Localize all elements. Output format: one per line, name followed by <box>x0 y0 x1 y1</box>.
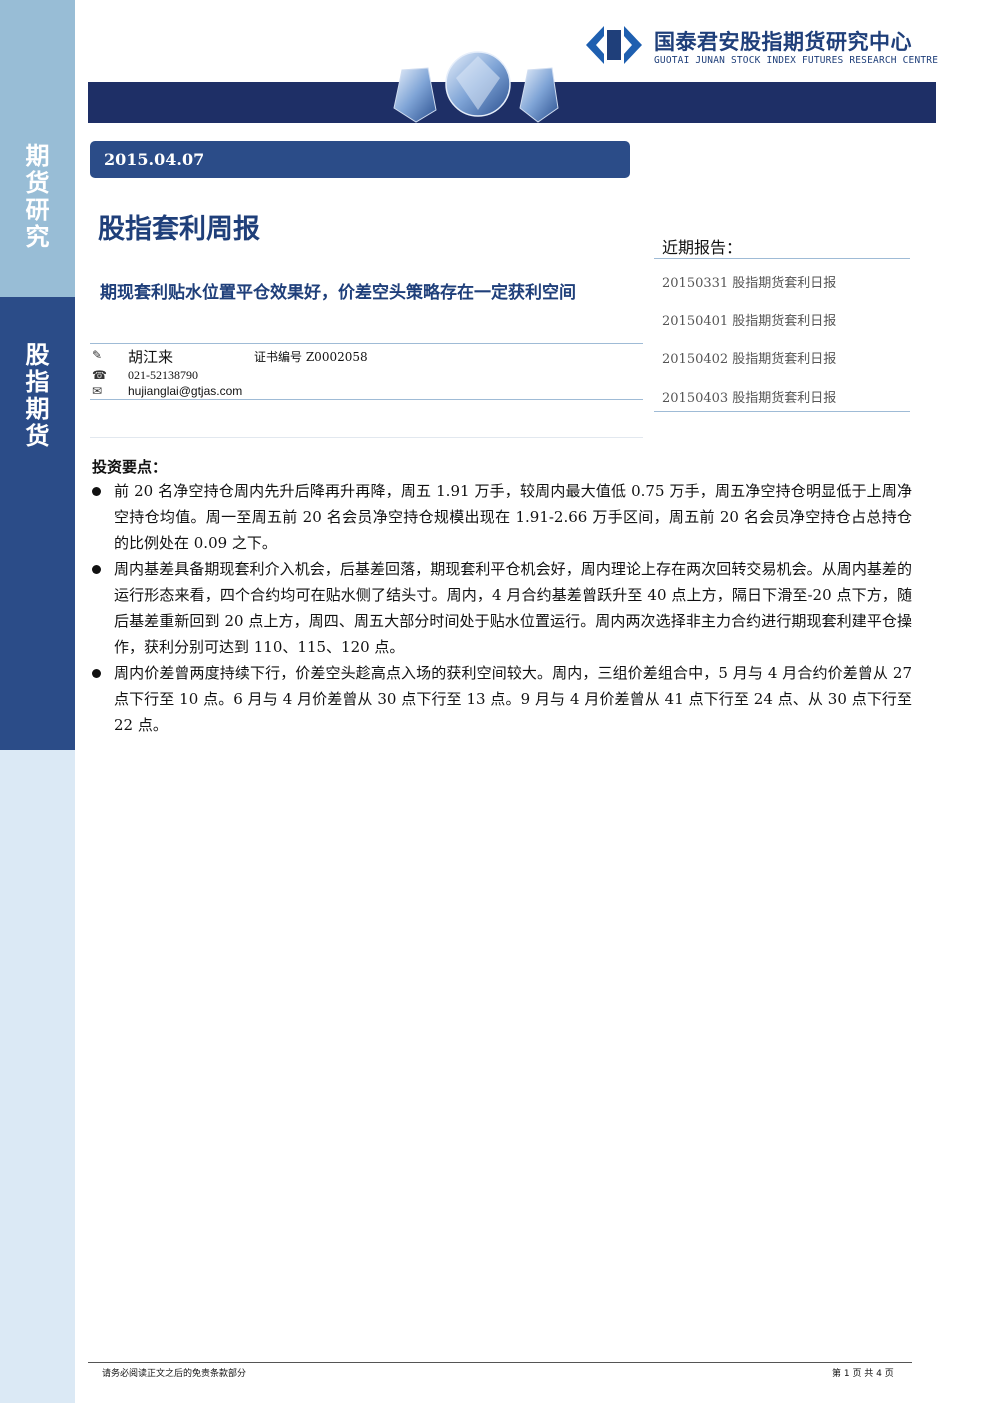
envelope-icon: ✉ <box>92 384 103 398</box>
bullet-icon <box>92 487 101 496</box>
pen-icon: ✎ <box>92 348 103 362</box>
report-subtitle: 期现套利贴水位置平仓效果好，价差空头策略存在一定获利空间 <box>100 283 576 303</box>
bullet-icon <box>92 565 101 574</box>
sidebar-label-research: 期 货 研 究 <box>0 143 75 251</box>
summary-bullet: 前 20 名净空持仓周内先升后降再升再降，周五 1.91 万手，较周内最大值低 … <box>90 478 912 556</box>
sidebar-char: 货 <box>25 169 50 197</box>
recent-reports-title: 近期报告： <box>662 238 743 257</box>
sidebar-char: 指 <box>25 368 50 396</box>
divider <box>654 258 910 259</box>
summary-bullet: 周内基差具备期现套利介入机会，后基差回落，期现套利平仓机会好，周内理论上存在两次… <box>90 556 912 660</box>
header-banner <box>88 82 936 123</box>
bullet-icon <box>92 669 101 678</box>
author-phone: 021-52138790 <box>128 368 198 382</box>
recent-report-item[interactable]: 20150403 股指期货套利日报 <box>662 391 837 406</box>
report-date: 2015.04.07 <box>104 150 205 169</box>
sidebar-char: 期 <box>25 142 50 170</box>
report-title: 股指套利周报 <box>98 214 260 245</box>
footer-disclaimer: 请务必阅读正文之后的免责条款部分 <box>102 1369 247 1379</box>
cert-label: 证书编号 <box>254 350 303 364</box>
bullet-text: 周内价差曾两度持续下行，价差空头趁高点入场的获利空间较大。周内，三组价差组合中，… <box>114 664 912 734</box>
divider <box>90 343 643 344</box>
sidebar-char: 货 <box>25 422 50 450</box>
author-cert: 证书编号 Z0002058 <box>254 348 368 365</box>
recent-report-item[interactable]: 20150401 股指期货套利日报 <box>662 314 837 329</box>
org-name-cn: 国泰君安股指期货研究中心 <box>654 30 912 54</box>
diamond-decoration-icon <box>393 51 559 123</box>
org-name-en: GUOTAI JUNAN STOCK INDEX FUTURES RESEARC… <box>654 55 939 66</box>
phone-icon: ☎ <box>92 368 107 382</box>
sidebar-top-block <box>0 0 75 297</box>
divider <box>90 399 643 400</box>
sidebar-char: 研 <box>25 196 50 224</box>
report-date-bar: 2015.04.07 <box>90 141 630 178</box>
divider <box>90 437 643 438</box>
recent-report-item[interactable]: 20150331 股指期货套利日报 <box>662 276 837 291</box>
author-name: 胡江来 <box>128 348 174 366</box>
page-number: 第 1 页 共 4 页 <box>832 1369 894 1379</box>
sidebar-label-index-futures: 股 指 期 货 <box>0 342 75 450</box>
summary-heading: 投资要点： <box>92 458 168 476</box>
sidebar-char: 究 <box>25 223 50 251</box>
divider <box>654 411 910 412</box>
sidebar-char: 股 <box>25 341 50 369</box>
sidebar-mid-block <box>0 297 75 750</box>
summary-bullet: 周内价差曾两度持续下行，价差空头趁高点入场的获利空间较大。周内，三组价差组合中，… <box>90 660 912 738</box>
company-logo-icon <box>586 26 642 64</box>
recent-report-item[interactable]: 20150402 股指期货套利日报 <box>662 352 837 367</box>
footer-divider <box>88 1362 912 1363</box>
bullet-text: 周内基差具备期现套利介入机会，后基差回落，期现套利平仓机会好，周内理论上存在两次… <box>114 560 912 656</box>
author-email[interactable]: hujianglai@gtjas.com <box>128 384 243 398</box>
bullet-text: 前 20 名净空持仓周内先升后降再升再降，周五 1.91 万手，较周内最大值低 … <box>114 482 912 552</box>
summary-bullets: 前 20 名净空持仓周内先升后降再升再降，周五 1.91 万手，较周内最大值低 … <box>90 478 912 738</box>
cert-number: Z0002058 <box>305 350 368 364</box>
sidebar-char: 期 <box>25 395 50 423</box>
